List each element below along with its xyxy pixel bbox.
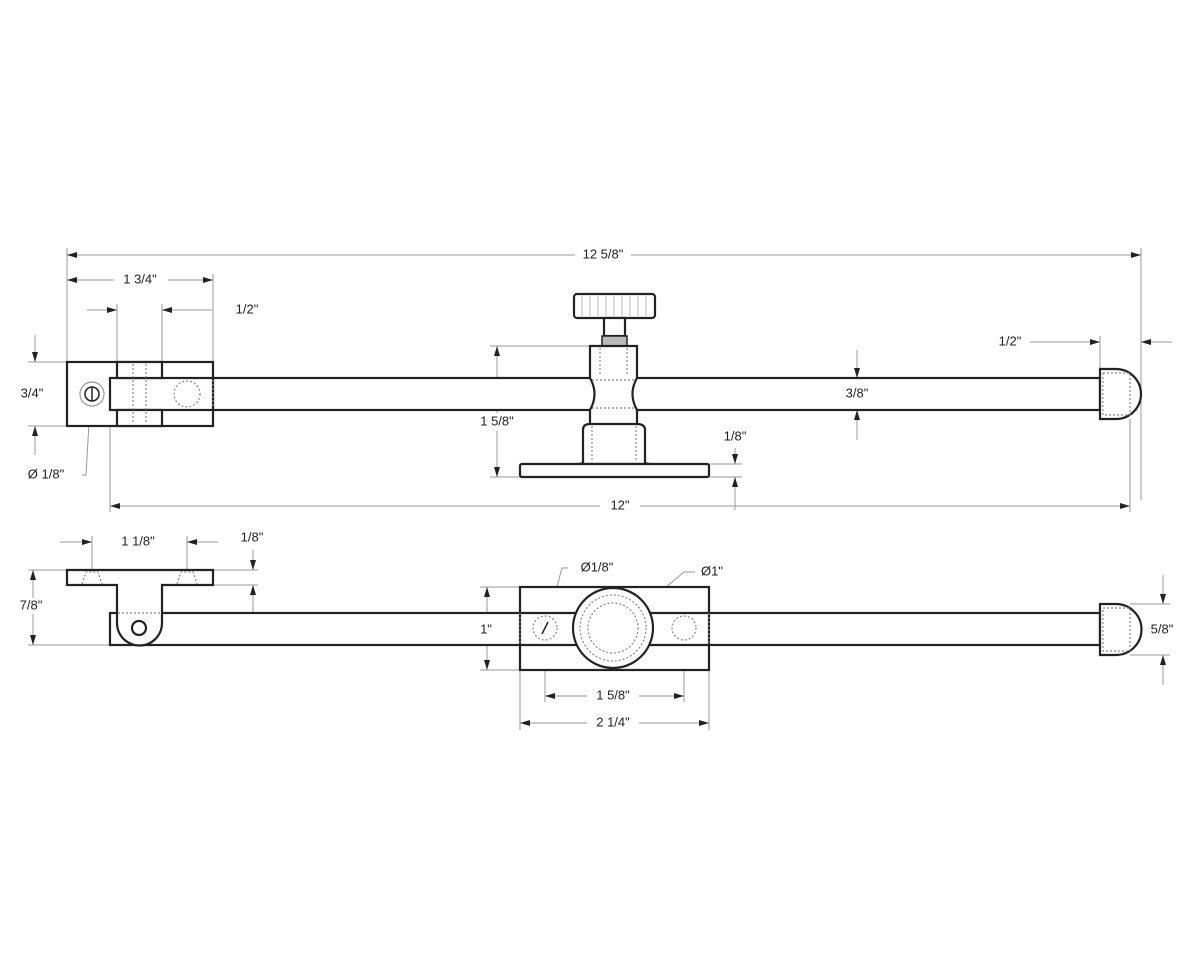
screw-icon: [79, 381, 105, 407]
top-view: 12 5/8" 1 3/4" 1/2" 3/4" Ø 1/8" 1 5/8" 3…: [21, 246, 1172, 514]
bottom-view-labels: 1 1/8" 1/8" 7/8" Ø1/8" Ø1" 1" 1 5/8" 2 1…: [14, 529, 1180, 731]
label-bracket-height-bottom: 7/8": [20, 597, 43, 612]
clevis-tab-top: [115, 360, 164, 380]
label-block-hole-spacing: 1 5/8": [596, 687, 630, 702]
end-cap-bottom: [1098, 602, 1143, 657]
hinge-bracket: [65, 568, 215, 647]
pivot-hole: [173, 380, 201, 408]
top-view-labels: 12 5/8" 1 3/4" 1/2" 3/4" Ø 1/8" 1 5/8" 3…: [21, 246, 1022, 514]
mounting-flange: [518, 462, 711, 479]
label-screw-diameter: Ø 1/8": [28, 466, 65, 481]
clevis-tab-bottom: [115, 408, 164, 428]
bottom-view: 1 1/8" 1/8" 7/8" Ø1/8" Ø1" 1" 1 5/8" 2 1…: [14, 529, 1180, 731]
block-hole-right: [671, 615, 697, 641]
block-hole-left: [532, 615, 558, 641]
pin-hidden-lines: [132, 364, 214, 424]
label-collar-diameter: Ø1": [701, 563, 723, 578]
label-rod-diameter: 3/8": [846, 385, 869, 400]
hinge-pin-hole: [130, 619, 148, 637]
label-block-height: 1": [480, 621, 492, 636]
adjuster-post: [518, 292, 711, 479]
label-bracket-height: 3/4": [21, 385, 44, 400]
label-end-cap-length: 1/2": [999, 333, 1022, 348]
rod-in-bracket: [108, 376, 215, 412]
end-cap: [1098, 367, 1143, 421]
label-flange-thickness: 1/8": [724, 428, 747, 443]
collar: [571, 586, 655, 670]
label-hole-spacing: 1 1/8": [121, 533, 155, 548]
label-bracket-length: 1 3/4": [123, 271, 157, 286]
leader-screw: [82, 405, 91, 476]
label-end-cap-diameter: 5/8": [1151, 621, 1174, 636]
label-clevis-width: 1/2": [236, 301, 259, 316]
label-block-length: 2 1/4": [596, 714, 630, 729]
label-hole-diameter: Ø1/8": [581, 559, 614, 574]
label-post-height: 1 5/8": [480, 413, 514, 428]
label-rod-length: 12": [610, 497, 629, 512]
label-plate-thickness: 1/8": [241, 529, 264, 544]
label-overall-length: 12 5/8": [583, 246, 624, 261]
